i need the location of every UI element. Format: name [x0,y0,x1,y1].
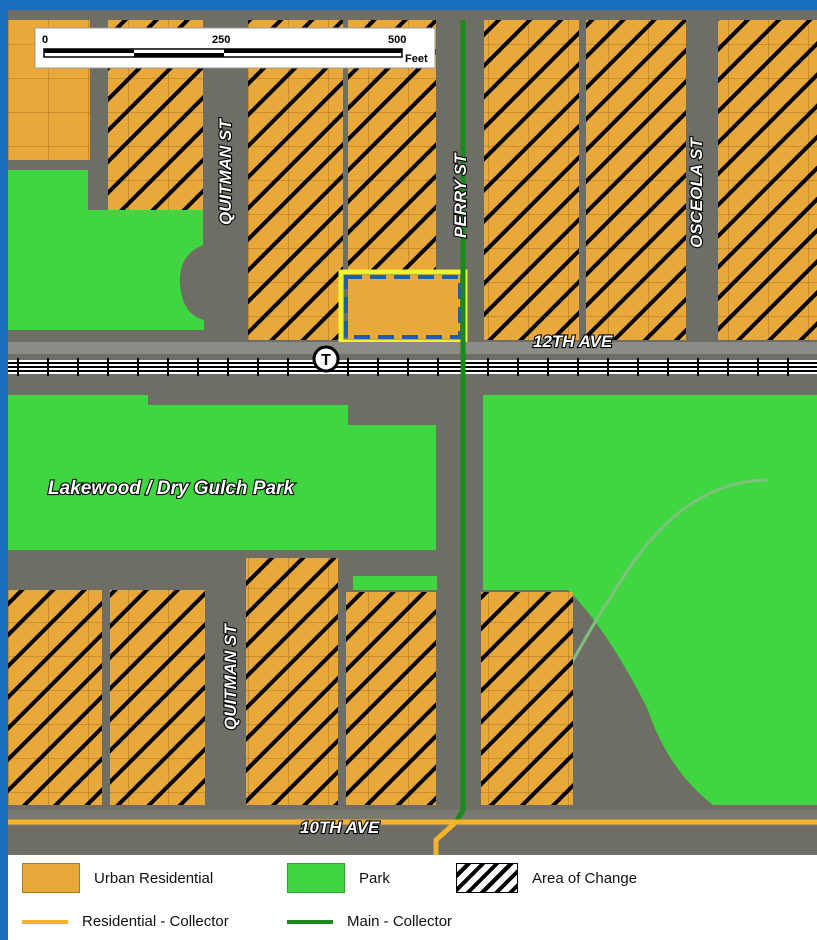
legend: Urban Residential Park Area of Change Re… [8,855,817,940]
urban-residential-swatch [22,863,80,893]
legend-item-area-of-change: Area of Change [456,863,637,893]
park-swatch [287,863,345,893]
legend-item-main-collector: Main - Collector [287,913,452,930]
legend-label-urban-residential: Urban Residential [94,869,214,887]
scale-label-0: 0 [42,34,48,46]
legend-label-area-of-change: Area of Change [532,869,638,887]
park-northwest [8,170,204,330]
rail-line [8,358,817,376]
land-use-map[interactable]: T QUITMAN ST PERRY ST OSCEOLA ST 12TH AV… [8,10,817,855]
street-label-osceola: OSCEOLA ST [687,137,706,248]
legend-item-park: Park [287,863,390,893]
scale-unit: Feet [405,53,428,65]
street-label-10th-ave: 10TH AVE [300,818,380,837]
legend-item-residential-collector: Residential - Collector [22,913,229,930]
street-label-quitman-south: QUITMAN ST [221,623,240,730]
residential-collector-line [8,819,817,855]
main-collector-line [453,20,466,824]
map-frame: T QUITMAN ST PERRY ST OSCEOLA ST 12TH AV… [8,10,817,940]
park-southeast [483,395,817,805]
residential-collector-swatch [22,919,68,924]
transit-station-icon[interactable]: T [312,345,340,373]
legend-item-urban-residential: Urban Residential [22,863,213,893]
park-label: Lakewood / Dry Gulch Park [48,478,295,499]
main-collector-swatch [287,919,333,924]
street-label-perry: PERRY ST [451,152,470,238]
park-strip [353,576,437,590]
legend-label-park: Park [359,869,390,887]
park-southwest [8,395,436,550]
scale-label-500: 500 [388,34,406,46]
area-of-change-swatch [456,863,518,893]
scale-bar: 0 250 500 Feet [34,27,436,69]
street-label-quitman-north: QUITMAN ST [216,118,235,225]
street-label-12th-ave: 12TH AVE [533,332,613,351]
transit-symbol: T [321,352,331,369]
legend-label-main-collector: Main - Collector [347,913,453,930]
twelfth-ave-road [8,342,817,354]
area-of-change-south [8,558,573,805]
legend-label-residential-collector: Residential - Collector [82,913,229,930]
scale-label-250: 250 [212,34,230,46]
